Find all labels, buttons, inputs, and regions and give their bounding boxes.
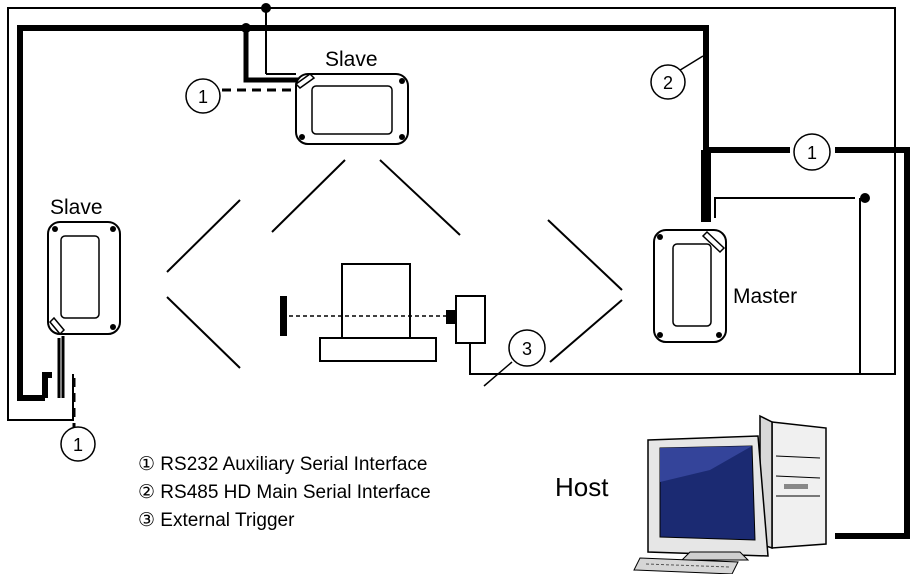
- host-label: Host: [555, 472, 609, 502]
- callout-2: 2: [650, 55, 704, 100]
- junction-dot: [261, 3, 271, 13]
- reflector: [280, 296, 287, 336]
- conveyor-object: [319, 263, 437, 362]
- thin-network-line: [7, 7, 896, 421]
- callout-text: 3: [522, 339, 532, 359]
- thick-slave-top-drop: [243, 28, 298, 83]
- legend-item-trigger: ③ External Trigger: [138, 510, 295, 531]
- callout-3: 3: [483, 329, 546, 387]
- legend-item-rs485: ② RS485 HD Main Serial Interface: [138, 482, 431, 503]
- master-scanner: [653, 229, 727, 343]
- callout-1-right: 1: [793, 133, 831, 171]
- slave-scanner-left: [47, 221, 121, 336]
- junction-dot: [860, 193, 870, 203]
- scan-beams: [166, 159, 623, 369]
- callout-text: 1: [807, 143, 817, 163]
- photocell: [446, 295, 486, 344]
- callout-1-bottom: 1: [60, 426, 96, 462]
- callout-text: 1: [73, 435, 83, 455]
- callout-text: 2: [663, 73, 673, 93]
- junction-dot: [241, 23, 251, 33]
- legend: ① RS232 Auxiliary Serial Interface ② RS4…: [138, 454, 431, 531]
- legend-item-rs232: ① RS232 Auxiliary Serial Interface: [138, 454, 428, 475]
- thick-rs485-line: [17, 25, 910, 539]
- master-label: Master: [733, 285, 797, 308]
- slave-top-label: Slave: [325, 48, 378, 71]
- slave-scanner-top: [294, 73, 409, 145]
- callout-text: 1: [198, 87, 208, 107]
- callout-1-top: 1: [185, 78, 221, 114]
- left-slave-drop: [57, 336, 65, 398]
- host-computer-icon: [633, 414, 827, 574]
- slave-left-label: Slave: [50, 196, 103, 219]
- dashed-rs232-lines: [72, 88, 296, 428]
